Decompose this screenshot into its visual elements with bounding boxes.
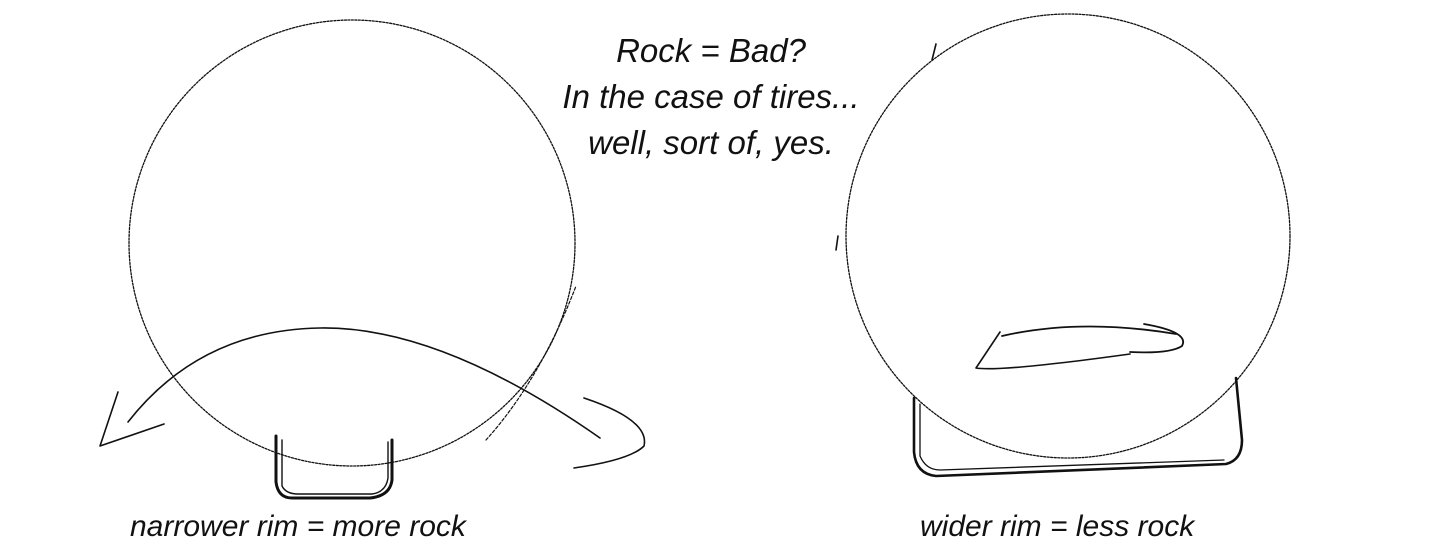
left-tire-diagram: [99, 19, 646, 500]
title-line-1: Rock = Bad?: [616, 32, 806, 69]
right-caption: wider rim = less rock: [920, 510, 1195, 543]
left-rock-arrow: [127, 327, 601, 439]
left-tire-circle: [128, 19, 576, 467]
title-line-2: In the case of tires...: [562, 78, 860, 115]
title-line-3: well, sort of, yes.: [588, 124, 834, 161]
left-narrow-rim: [274, 434, 394, 500]
right-tire-circle: [845, 13, 1291, 459]
left-caption: narrower rim = more rock: [130, 510, 466, 543]
right-wide-rim: [912, 376, 1244, 478]
right-tire-diagram: [835, 13, 1291, 478]
right-rock-arrow: [1001, 325, 1177, 337]
